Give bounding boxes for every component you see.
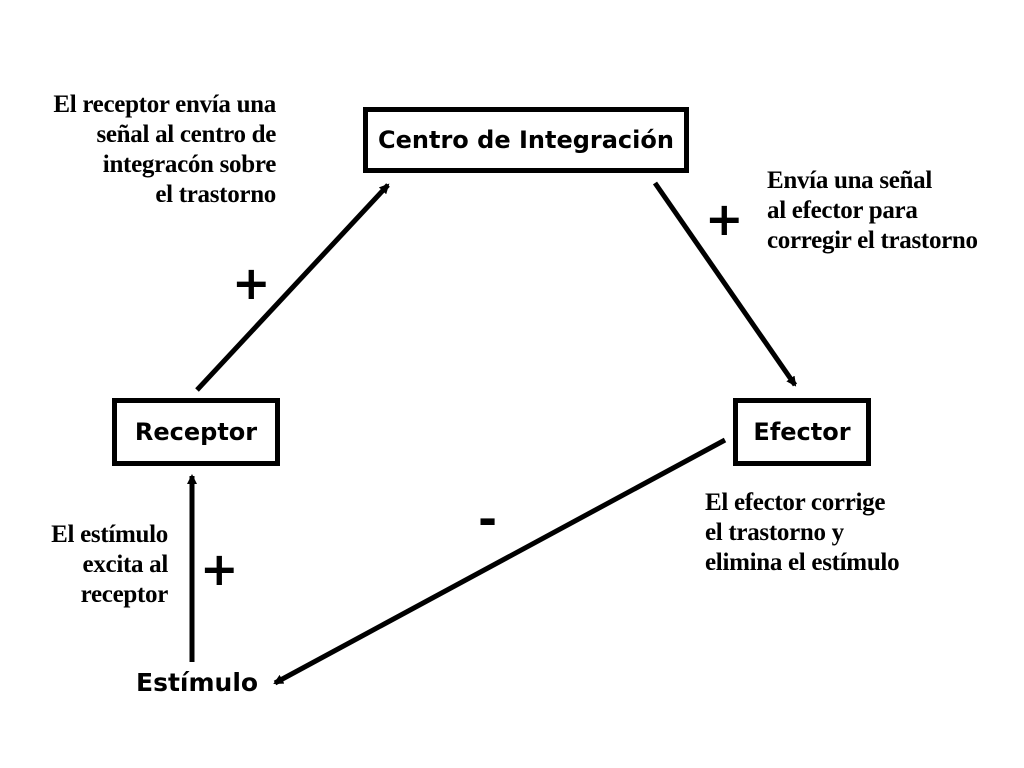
note-center-to-effector: Envía una señal al efector para corregir… [767,167,978,254]
note-receptor-to-center: El receptor envía una señal al centro de… [53,91,276,208]
arrow-receptor-to-center [195,183,390,392]
note-effector-result: El efector corrige el trastorno y elimin… [705,489,900,576]
receptor-node: Receptor [112,398,280,466]
integration-center-label: Centro de Integración [378,126,674,154]
sign-effector-to-stimulus: - [478,492,498,546]
stimulus-label: Estímulo [136,668,259,697]
effector-label: Efector [753,418,851,446]
arrow-effector-to-stimulus [273,437,727,686]
integration-center-node: Centro de Integración [363,107,689,173]
sign-receptor-to-center: + [232,256,271,310]
receptor-label: Receptor [134,418,258,446]
note-stimulus-to-receptor: El estímulo excita al receptor [51,521,168,608]
arrow-center-to-effector [652,181,798,387]
sign-center-to-effector: + [705,192,744,246]
effector-node: Efector [733,398,871,466]
sign-stimulus-to-receptor: + [200,542,239,596]
